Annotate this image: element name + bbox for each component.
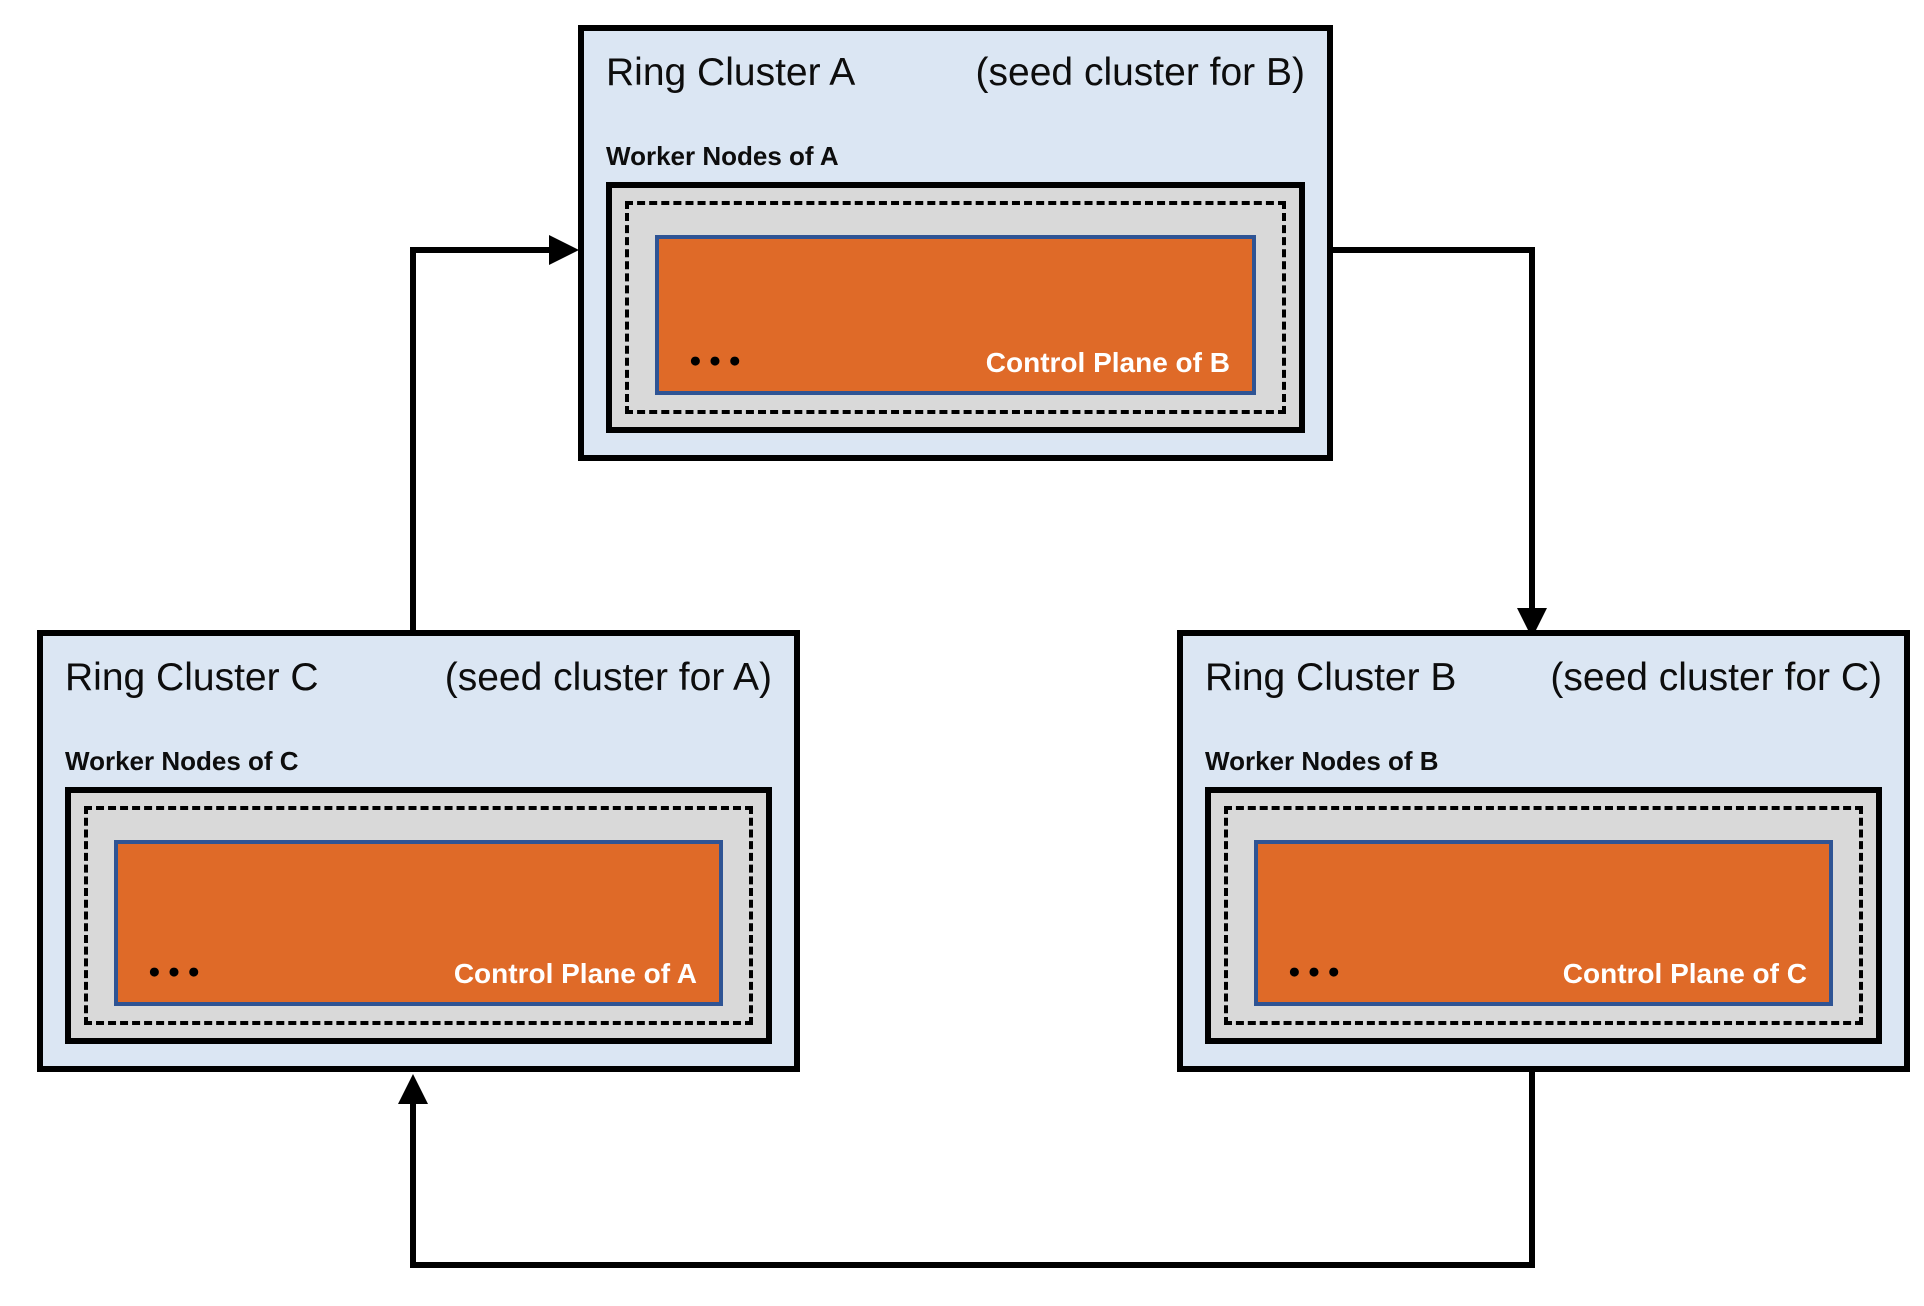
arrow-a-to-b <box>1330 247 1547 638</box>
worker-nodes-label: Worker Nodes of B <box>1205 745 1439 776</box>
control-plane-box: ●●● Control Plane of A <box>114 840 723 1006</box>
worker-nodes-label: Worker Nodes of C <box>65 745 299 776</box>
ellipsis-dots: ●●● <box>1288 960 1348 983</box>
cluster-name: Ring Cluster A <box>606 51 856 94</box>
ellipsis-dots: ●●● <box>689 349 749 372</box>
control-plane-label: Control Plane of C <box>1562 957 1807 989</box>
cluster-box-ring-c: Ring Cluster C (seed cluster for A) Work… <box>37 630 800 1072</box>
worker-nodes-box: ●●● Control Plane of A <box>65 787 772 1044</box>
arrow-c-to-a <box>410 235 579 630</box>
worker-nodes-box: ●●● Control Plane of C <box>1205 787 1882 1044</box>
dashed-boundary: ●●● Control Plane of A <box>84 806 753 1025</box>
cluster-name: Ring Cluster C <box>65 656 319 699</box>
control-plane-label: Control Plane of A <box>453 957 697 989</box>
cluster-title-row: Ring Cluster B (seed cluster for C) <box>1205 654 1882 703</box>
cluster-name: Ring Cluster B <box>1205 656 1457 699</box>
control-plane-box: ●●● Control Plane of B <box>655 235 1256 395</box>
dashed-boundary: ●●● Control Plane of B <box>625 201 1286 414</box>
control-plane-label: Control Plane of B <box>985 346 1230 378</box>
ellipsis-dots: ●●● <box>148 960 208 983</box>
worker-nodes-box: ●●● Control Plane of B <box>606 182 1305 433</box>
seed-cluster-label: (seed cluster for C) <box>1550 656 1882 699</box>
seed-cluster-label: (seed cluster for A) <box>444 656 772 699</box>
seed-cluster-label: (seed cluster for B) <box>975 51 1305 94</box>
cluster-title-row: Ring Cluster C (seed cluster for A) <box>65 654 772 703</box>
cluster-box-ring-a: Ring Cluster A (seed cluster for B) Work… <box>578 25 1333 461</box>
cluster-box-ring-b: Ring Cluster B (seed cluster for C) Work… <box>1177 630 1910 1072</box>
cluster-title-row: Ring Cluster A (seed cluster for B) <box>606 49 1305 98</box>
worker-nodes-label: Worker Nodes of A <box>606 140 839 171</box>
arrow-b-to-c <box>398 1070 1535 1268</box>
dashed-boundary: ●●● Control Plane of C <box>1224 806 1863 1025</box>
control-plane-box: ●●● Control Plane of C <box>1254 840 1833 1006</box>
